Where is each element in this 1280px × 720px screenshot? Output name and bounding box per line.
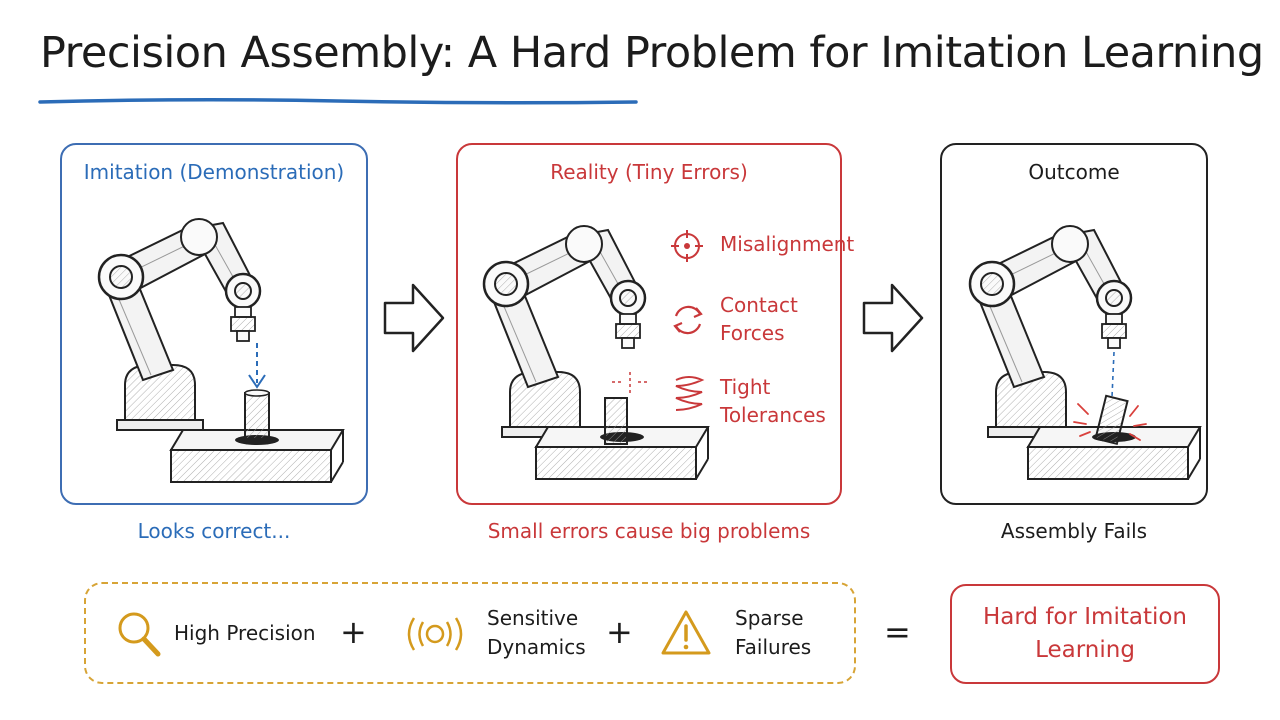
result-text: Hard for Imitation Learning bbox=[983, 601, 1187, 667]
flow-arrow-icon bbox=[383, 283, 445, 353]
vibration-icon bbox=[407, 617, 463, 651]
equals-operator: = bbox=[884, 613, 911, 651]
imitation-caption: Looks correct... bbox=[137, 519, 291, 543]
robot-arm-reality bbox=[482, 224, 709, 480]
plus-operator: + bbox=[340, 613, 367, 651]
factor-label-sparse-failures: Sparse Failures bbox=[735, 604, 811, 662]
page-title: Precision Assembly: A Hard Problem for I… bbox=[40, 28, 1264, 78]
crosshair-icon bbox=[671, 230, 703, 262]
error-label-tight-tolerances: Tight Tolerances bbox=[720, 373, 826, 429]
outcome-caption: Assembly Fails bbox=[1000, 519, 1148, 543]
impact-lines bbox=[1073, 403, 1147, 441]
error-label-misalignment: Misalignment bbox=[720, 232, 855, 256]
magnifier-icon bbox=[118, 612, 161, 657]
circular-arrows-icon bbox=[673, 305, 703, 335]
robot-arm-outcome bbox=[968, 224, 1201, 480]
factor-label-high-precision: High Precision bbox=[174, 621, 316, 645]
reality-caption: Small errors cause big problems bbox=[487, 519, 811, 543]
factor-label-sensitive-dynamics: Sensitive Dynamics bbox=[487, 604, 586, 662]
factors-box bbox=[84, 582, 856, 684]
error-label-forces: Forces bbox=[720, 321, 785, 345]
factor-label-sparse: Sparse bbox=[735, 606, 804, 630]
plus-operator-2: + bbox=[606, 613, 633, 651]
error-label-contact-forces: Contact Forces bbox=[720, 291, 798, 347]
spring-icon bbox=[675, 376, 705, 411]
outcome-panel-title: Outcome bbox=[1028, 160, 1120, 184]
imitation-panel-title: Imitation (Demonstration) bbox=[83, 160, 345, 184]
flow-arrow-icon-2 bbox=[862, 283, 924, 353]
warning-icon bbox=[661, 610, 711, 655]
factor-label-sensitive: Sensitive bbox=[487, 606, 579, 630]
result-line-2: Learning bbox=[1035, 637, 1135, 663]
factor-label-failures: Failures bbox=[735, 635, 812, 659]
reality-panel-title: Reality (Tiny Errors) bbox=[550, 160, 748, 184]
error-label-tolerances: Tolerances bbox=[720, 403, 826, 427]
title-underline bbox=[38, 97, 638, 105]
error-label-tight: Tight bbox=[720, 375, 771, 399]
result-box: Hard for Imitation Learning bbox=[950, 584, 1220, 684]
error-label-contact: Contact bbox=[720, 293, 798, 317]
result-line-1: Hard for Imitation bbox=[982, 604, 1188, 630]
robot-arm-demonstration bbox=[97, 217, 344, 483]
factor-label-dynamics: Dynamics bbox=[487, 635, 586, 659]
